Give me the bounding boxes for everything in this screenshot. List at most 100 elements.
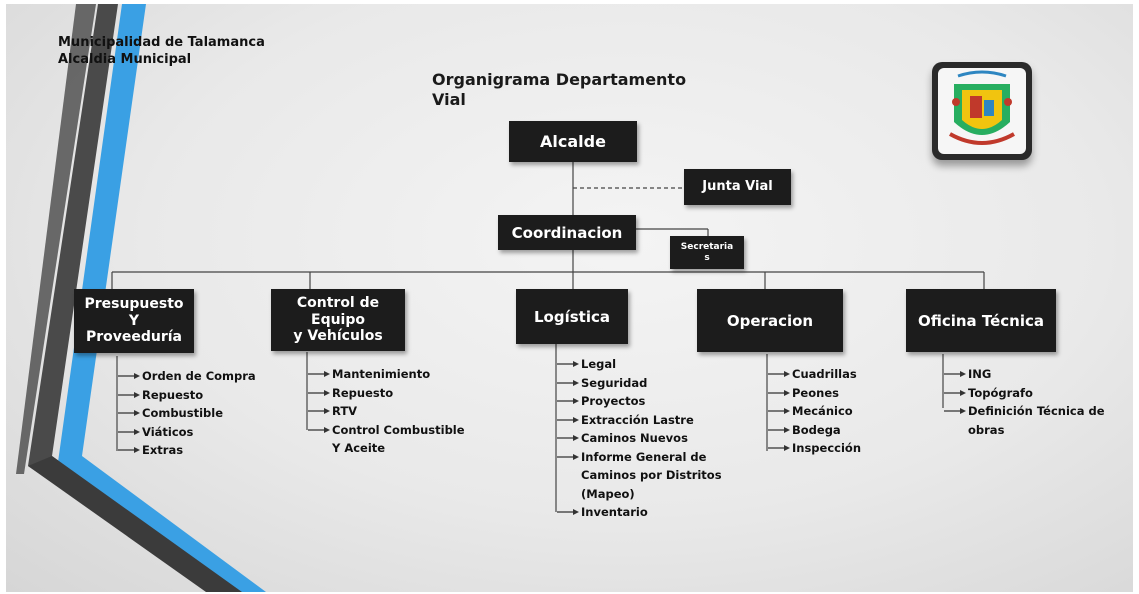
list-item: Mantenimiento (308, 365, 465, 384)
list-item-label: Orden de Compra (142, 369, 256, 383)
list-item-label: Combustible (142, 406, 223, 420)
arrow-icon (118, 391, 140, 398)
list-operacion: Cuadrillas Peones Mecánico Bodega Inspec… (768, 365, 861, 458)
list-item-label: Repuesto (142, 387, 204, 402)
list-item-label: Repuesto (332, 385, 394, 400)
arrow-icon (118, 447, 140, 453)
dept-operacion-label: Operacion (726, 311, 814, 330)
node-junta-vial: Junta Vial (684, 169, 791, 205)
node-alcalde-label: Alcalde (540, 131, 606, 151)
list-item: Inspección (768, 439, 861, 458)
list-item: ING (944, 365, 1105, 384)
list-item-label: Control Combustible Y Aceite (332, 422, 465, 456)
node-secretarias: Secretaria s (670, 236, 744, 269)
arrow-icon (768, 426, 790, 433)
arrow-icon (557, 416, 579, 423)
arrow-icon (944, 389, 966, 396)
connector-lines (111, 162, 985, 512)
list-item-label: Inspección (792, 441, 862, 455)
coat-of-arms-icon (938, 68, 1026, 154)
list-item: Viáticos (118, 423, 256, 442)
dept-oficina-tecnica-label: Oficina Técnica (917, 311, 1045, 330)
list-item-label: Mecánico (792, 404, 853, 418)
list-item-label: Viáticos (142, 424, 194, 439)
list-oficina-tecnica: ING Topógrafo Definición Técnica de obra… (944, 365, 1105, 439)
list-item: Informe General de Caminos por Distritos… (557, 448, 722, 504)
list-item: Control Combustible Y Aceite (308, 421, 465, 458)
list-item: Bodega (768, 421, 861, 440)
arrow-icon (944, 371, 966, 377)
list-presupuesto: Orden de Compra Repuesto Combustible Viá… (118, 367, 256, 460)
dept-presupuesto: Presupuesto Y Proveeduría (74, 289, 194, 353)
dept-control-equipo-label: Control de Equipo y Vehículos (293, 294, 383, 345)
arrow-icon (557, 453, 579, 460)
title-line2: Vial (432, 90, 466, 109)
header-line2: Alcaldia Municipal (58, 52, 192, 67)
list-item: Repuesto (308, 384, 465, 403)
header-org-name: Municipalidad de Talamanca Alcaldia Muni… (58, 34, 265, 68)
arrow-icon (557, 435, 579, 441)
arrow-icon (768, 408, 790, 414)
decorative-stripes (16, 4, 266, 592)
list-item-label: Mantenimiento (332, 367, 431, 381)
list-item: Mecánico (768, 402, 861, 421)
dept-control-equipo: Control de Equipo y Vehículos (271, 289, 405, 351)
arrow-icon (308, 389, 330, 396)
list-item-label: Informe General de Caminos por Distritos… (581, 449, 722, 501)
header-line1: Municipalidad de Talamanca (58, 35, 265, 50)
list-item: Proyectos (557, 392, 722, 411)
slide: Municipalidad de Talamanca Alcaldia Muni… (6, 4, 1133, 592)
list-logistica: Legal Seguridad Proyectos Extracción Las… (557, 355, 722, 522)
arrow-icon (944, 408, 966, 414)
list-item-label: Extracción Lastre (581, 412, 694, 427)
arrow-icon (308, 426, 330, 433)
list-item-label: Cuadrillas (792, 367, 857, 381)
arrow-icon (118, 373, 140, 379)
arrow-icon (557, 509, 579, 515)
list-item: Definición Técnica de obras (944, 402, 1105, 439)
list-item-label: Seguridad (581, 375, 648, 390)
node-alcalde: Alcalde (509, 121, 637, 162)
arrow-icon (557, 379, 579, 386)
dept-logistica: Logística (516, 289, 628, 344)
list-item: Extras (118, 441, 256, 460)
node-coordinacion: Coordinacion (498, 215, 636, 250)
node-coordinacion-label: Coordinacion (511, 223, 623, 242)
list-item-label: ING (968, 367, 992, 381)
list-item: Combustible (118, 404, 256, 423)
chart-title: Organigrama Departamento Vial (432, 70, 686, 110)
arrow-icon (118, 428, 140, 435)
list-item: Topógrafo (944, 384, 1105, 403)
list-item: Caminos Nuevos (557, 429, 722, 448)
list-item: Cuadrillas (768, 365, 861, 384)
arrow-icon (768, 445, 790, 451)
list-item: RTV (308, 402, 465, 421)
arrow-icon (768, 371, 790, 377)
list-item-label: Peones (792, 385, 839, 400)
list-item-label: Bodega (792, 422, 841, 437)
arrow-icon (118, 410, 140, 416)
list-item-label: RTV (332, 404, 358, 418)
coat-of-arms-logo (932, 62, 1032, 160)
arrow-icon (308, 371, 330, 377)
list-item-label: Topógrafo (968, 385, 1033, 400)
list-control-equipo: Mantenimiento Repuesto RTV Control Combu… (308, 365, 465, 458)
list-item: Extracción Lastre (557, 411, 722, 430)
title-line1: Organigrama Departamento (432, 70, 687, 89)
list-item-label: Caminos Nuevos (581, 431, 688, 445)
dept-oficina-tecnica: Oficina Técnica (906, 289, 1056, 352)
dept-operacion: Operacion (697, 289, 843, 352)
arrow-icon (768, 389, 790, 396)
list-item-label: Legal (581, 357, 617, 371)
list-item-label: Inventario (581, 505, 648, 519)
list-item-label: Proyectos (581, 394, 646, 408)
node-junta-vial-label: Junta Vial (702, 179, 773, 195)
list-item: Orden de Compra (118, 367, 256, 386)
arrow-icon (557, 398, 579, 404)
arrow-icon (308, 408, 330, 414)
list-item: Peones (768, 384, 861, 403)
dept-logistica-label: Logística (534, 307, 610, 326)
node-secretarias-label: Secretaria s (680, 241, 734, 263)
arrow-icon (557, 361, 579, 367)
dept-presupuesto-label: Presupuesto Y Proveeduría (84, 295, 184, 346)
